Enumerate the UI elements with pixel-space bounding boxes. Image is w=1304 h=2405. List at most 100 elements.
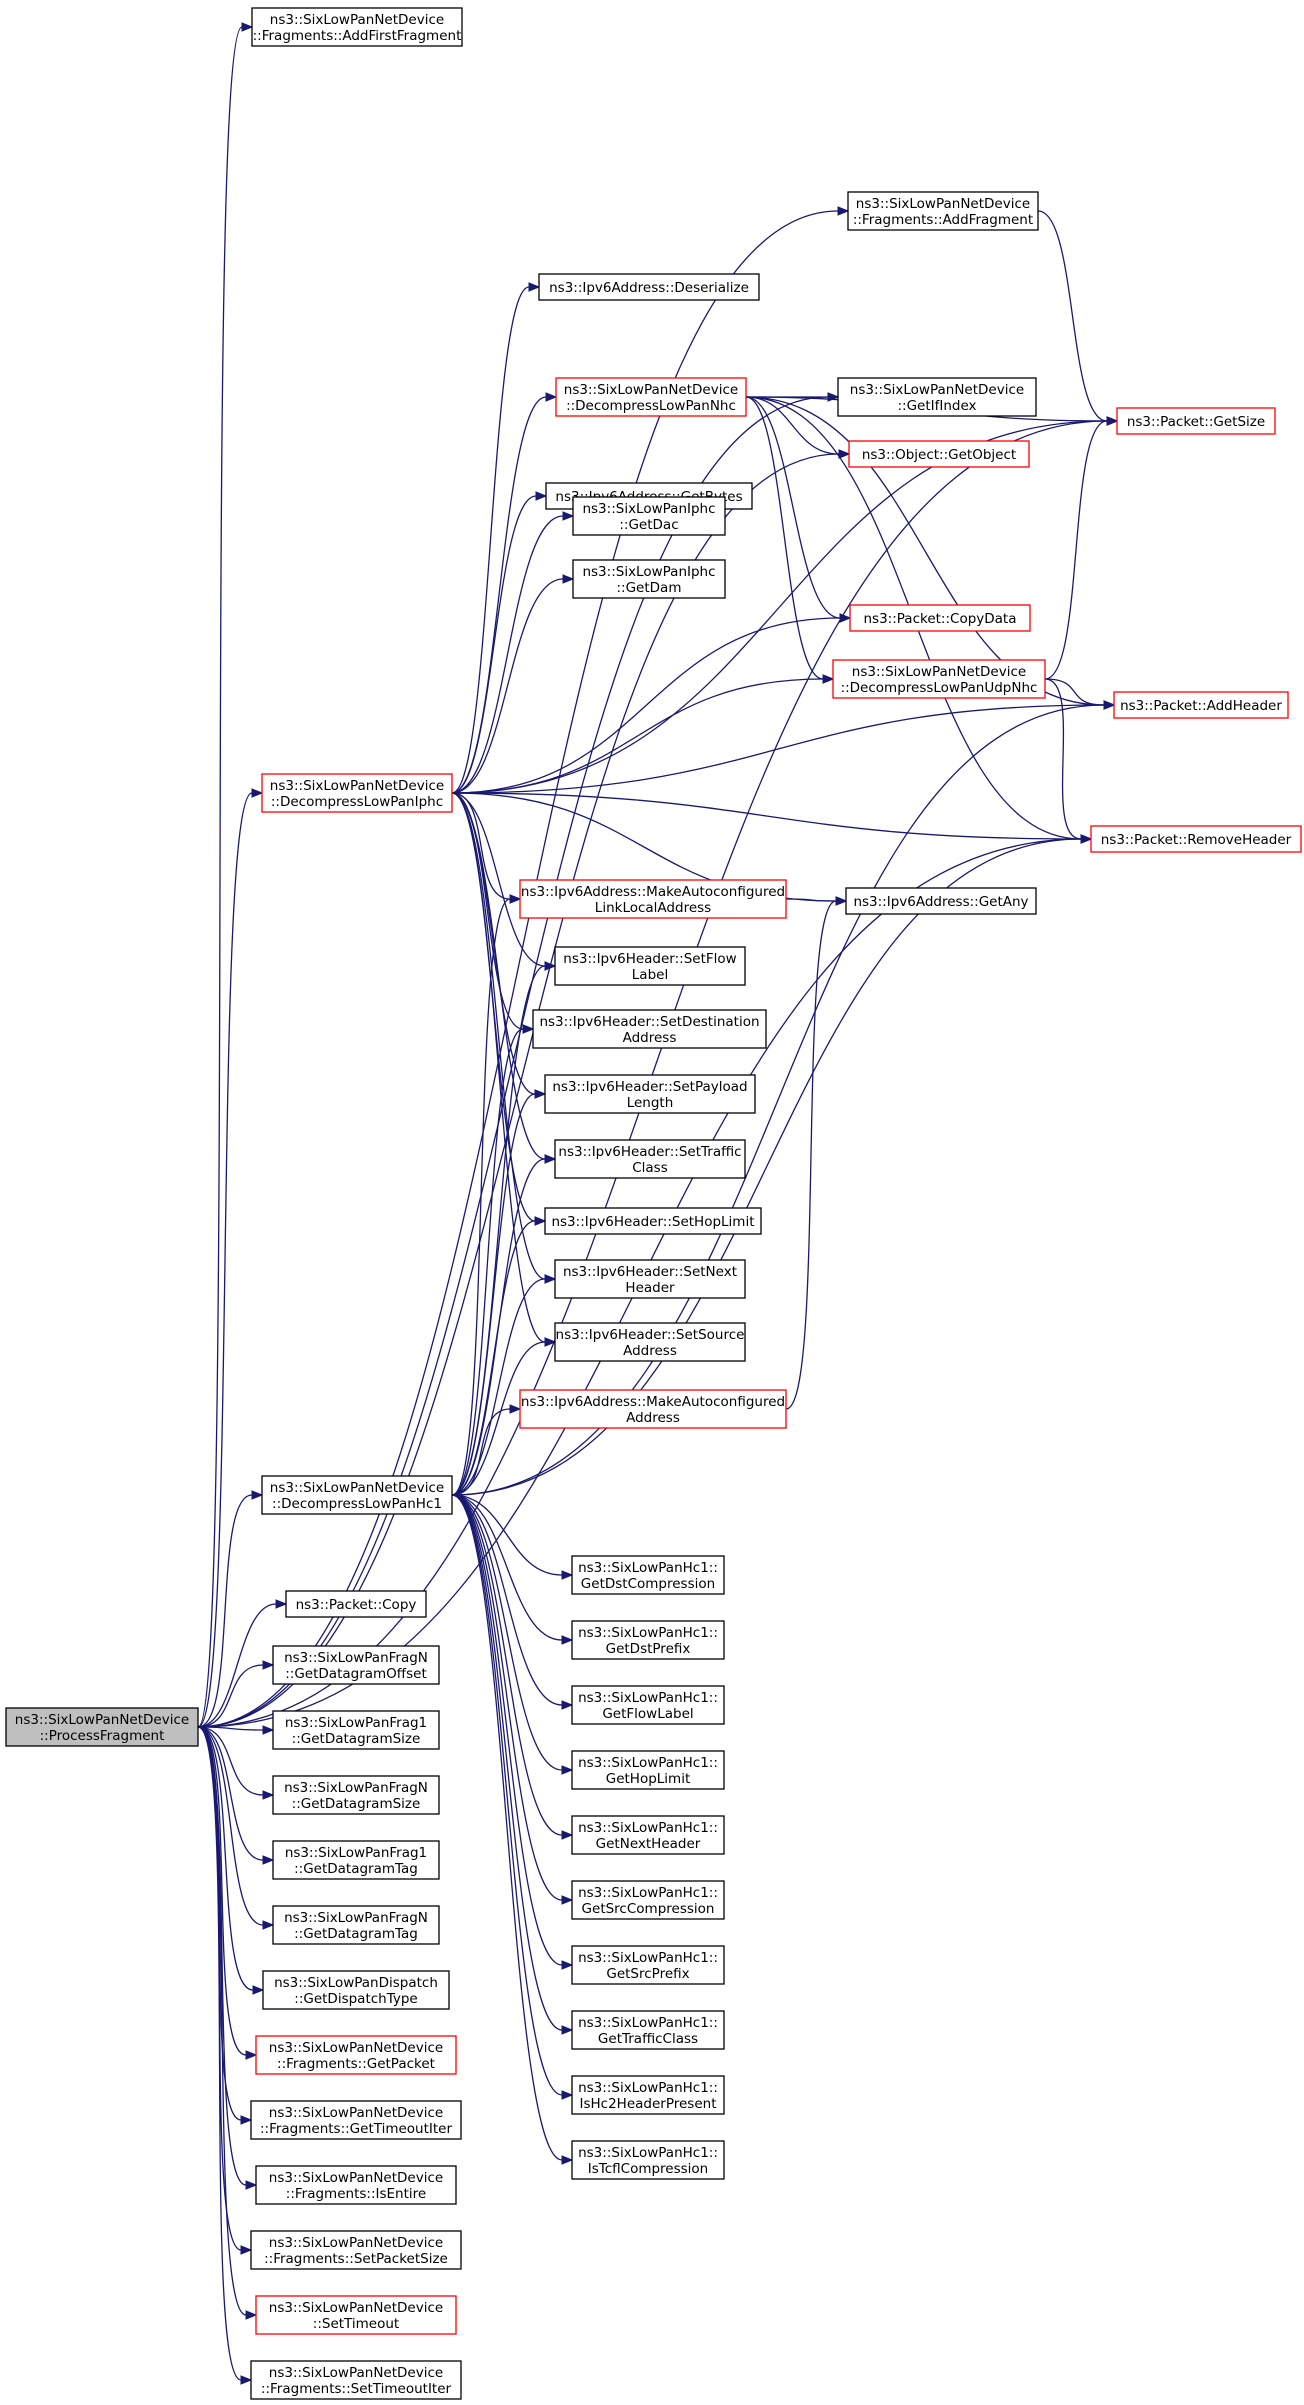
node-frag-set-packet-size[interactable]: ns3::SixLowPanNetDevice::Fragments::SetP… [250, 2230, 462, 2270]
node-label-line: ns3::Ipv6Header::SetFlow [563, 951, 736, 967]
node-box [532, 1009, 767, 1049]
node-hc1-get-src-prefix[interactable]: ns3::SixLowPanHc1::GetSrcPrefix [571, 1945, 725, 1985]
node-box [250, 2100, 462, 2140]
node-frag-is-entire[interactable]: ns3::SixLowPanNetDevice::Fragments::IsEn… [255, 2165, 457, 2205]
node-add-first-fragment[interactable]: ns3::SixLowPanNetDevice::Fragments::AddF… [251, 7, 463, 47]
edge-arrowhead [262, 1920, 275, 1930]
node-label-line: ns3::SixLowPanHc1:: [578, 1820, 718, 1836]
node-label-line: ns3::Ipv6Address::MakeAutoconfigured [521, 884, 785, 900]
node-box [571, 2075, 725, 2115]
node-box [272, 1645, 440, 1685]
node-hc1-get-traffic-class[interactable]: ns3::SixLowPanHc1::GetTrafficClass [571, 2010, 725, 2050]
node-label-line: ::ProcessFragment [40, 1728, 165, 1744]
node-frag-set-timeout-iter[interactable]: ns3::SixLowPanNetDevice::Fragments::SetT… [250, 2360, 462, 2400]
node-decompress-nhc[interactable]: ns3::SixLowPanNetDevice::DecompressLowPa… [555, 377, 747, 417]
node-decompress-udp-nhc[interactable]: ns3::SixLowPanNetDevice::DecompressLowPa… [832, 659, 1046, 699]
node-make-auto[interactable]: ns3::Ipv6Address::MakeAutoconfiguredAddr… [519, 1389, 787, 1429]
node-label-line: ns3::SixLowPanHc1:: [578, 1690, 718, 1706]
edge-arrowhead [562, 574, 575, 584]
node-set-hop-limit[interactable]: ns3::Ipv6Header::SetHopLimit [544, 1207, 762, 1235]
node-frag-get-packet[interactable]: ns3::SixLowPanNetDevice::Fragments::GetP… [255, 2035, 457, 2075]
edge-decompress-hc1-to-hc1-get-src-prefix [451, 1494, 574, 1970]
node-label-line: ns3::Packet::Copy [296, 1597, 417, 1613]
node-hc1-get-hop-limit[interactable]: ns3::SixLowPanHc1::GetHopLimit [571, 1750, 725, 1790]
node-make-auto-link-local[interactable]: ns3::Ipv6Address::MakeAutoconfiguredLink… [519, 879, 787, 919]
node-get-dam[interactable]: ns3::SixLowPanIphc::GetDam [572, 559, 726, 599]
node-deserialize[interactable]: ns3::Ipv6Address::Deserialize [538, 273, 760, 301]
node-decompress-hc1[interactable]: ns3::SixLowPanNetDevice::DecompressLowPa… [261, 1475, 453, 1515]
node-label-line: ::DecompressLowPanUdpNhc [841, 680, 1038, 696]
node-label-line: ns3::SixLowPanNetDevice [270, 1480, 444, 1496]
edge-root-to-frag-set-packet-size [197, 1726, 253, 2255]
node-hc1-get-src-compression[interactable]: ns3::SixLowPanHc1::GetSrcCompression [571, 1880, 725, 1920]
node-label-line: GetDstCompression [581, 1576, 715, 1592]
edge-decompress-hc1-to-set-payload-length [451, 1089, 547, 1496]
edge-decompress-hc1-to-add-header [451, 700, 1116, 1496]
node-label-line: IsHc2HeaderPresent [580, 2096, 717, 2112]
node-hc1-is-tcfl[interactable]: ns3::SixLowPanHc1::IsTcflCompression [571, 2140, 725, 2180]
node-frag1-get-size[interactable]: ns3::SixLowPanFrag1::GetDatagramSize [272, 1710, 440, 1750]
node-label-line: ns3::SixLowPanHc1:: [578, 2080, 718, 2096]
node-get-any[interactable]: ns3::Ipv6Address::GetAny [845, 887, 1037, 915]
edge-arrowhead [535, 491, 548, 501]
edge-decompress-hc1-to-set-destination [451, 1024, 535, 1496]
edge-arrowhead [534, 1089, 547, 1099]
node-get-size[interactable]: ns3::Packet::GetSize [1116, 407, 1276, 435]
node-label-line: GetDstPrefix [606, 1641, 691, 1657]
node-hc1-is-hc2[interactable]: ns3::SixLowPanHc1::IsHc2HeaderPresent [571, 2075, 725, 2115]
edge-decompress-hc1-to-hc1-is-tcfl [451, 1494, 574, 2165]
node-set-timeout[interactable]: ns3::SixLowPanNetDevice::SetTimeout [255, 2295, 457, 2335]
node-packet-copy[interactable]: ns3::Packet::Copy [285, 1590, 427, 1618]
edge-decompress-iphc-to-remove-header [451, 792, 1093, 844]
node-hc1-get-dst-prefix[interactable]: ns3::SixLowPanHc1::GetDstPrefix [571, 1620, 725, 1660]
node-get-object[interactable]: ns3::Object::GetObject [848, 440, 1030, 468]
edge-decompress-iphc-to-copy-data [451, 613, 852, 794]
edge-arrowhead [838, 449, 851, 459]
node-add-fragment[interactable]: ns3::SixLowPanNetDevice::Fragments::AddF… [847, 191, 1039, 231]
node-label-line: ns3::SixLowPanHc1:: [578, 1625, 718, 1641]
edge-decompress-iphc-to-set-hop-limit [451, 792, 547, 1226]
edge-arrowhead [240, 2115, 253, 2125]
node-box [845, 887, 1037, 915]
node-decompress-iphc[interactable]: ns3::SixLowPanNetDevice::DecompressLowPa… [261, 773, 453, 813]
edge-arrowhead [1103, 700, 1116, 710]
node-frag1-get-tag[interactable]: ns3::SixLowPanFrag1::GetDatagramTag [272, 1840, 440, 1880]
edge-root-to-frag-get-packet [197, 1726, 258, 2060]
node-box [555, 377, 747, 417]
node-box [571, 1555, 725, 1595]
edge-decompress-hc1-to-hc1-get-next-header [451, 1494, 574, 1840]
node-get-dispatch-type[interactable]: ns3::SixLowPanDispatch::GetDispatchType [262, 1970, 450, 2010]
node-label-line: ::Fragments::GetTimeoutIter [260, 2121, 452, 2137]
node-box [572, 559, 726, 599]
node-hc1-get-dst-compression[interactable]: ns3::SixLowPanHc1::GetDstCompression [571, 1555, 725, 1595]
node-remove-header[interactable]: ns3::Packet::RemoveHeader [1090, 825, 1302, 853]
node-label-line: ns3::SixLowPanNetDevice [269, 2235, 443, 2251]
edge-arrowhead [251, 788, 264, 798]
node-get-if-index[interactable]: ns3::SixLowPanNetDevice::GetIfIndex [837, 377, 1037, 417]
node-label-line: ::Fragments::AddFirstFragment [253, 28, 462, 44]
edge-root-to-set-timeout [197, 1726, 258, 2320]
node-hc1-get-flow-label[interactable]: ns3::SixLowPanHc1::GetFlowLabel [571, 1685, 725, 1725]
node-frag-nget-size[interactable]: ns3::SixLowPanFragN::GetDatagramSize [272, 1775, 440, 1815]
node-get-dac[interactable]: ns3::SixLowPanIphc::GetDac [572, 496, 726, 536]
edge-root-to-add-fragment [197, 206, 850, 1728]
node-frag-get-timeout-iter[interactable]: ns3::SixLowPanNetDevice::Fragments::GetT… [250, 2100, 462, 2140]
node-copy-data[interactable]: ns3::Packet::CopyData [849, 604, 1031, 632]
node-add-header[interactable]: ns3::Packet::AddHeader [1113, 691, 1289, 719]
node-box [837, 377, 1037, 417]
node-label-line: ns3::SixLowPanHc1:: [578, 2145, 718, 2161]
node-hc1-get-next-header[interactable]: ns3::SixLowPanHc1::GetNextHeader [571, 1815, 725, 1855]
node-frag-nget-offset[interactable]: ns3::SixLowPanFragN::GetDatagramOffset [272, 1645, 440, 1685]
node-label-line: ns3::Packet::CopyData [863, 611, 1016, 627]
node-frag-nget-tag[interactable]: ns3::SixLowPanFragN::GetDatagramTag [272, 1905, 440, 1945]
edge-arrowhead [544, 1337, 557, 1347]
node-label-line: ns3::SixLowPanNetDevice [269, 2105, 443, 2121]
node-box [250, 2230, 462, 2270]
node-label-line: ::DecompressLowPanNhc [566, 398, 736, 414]
